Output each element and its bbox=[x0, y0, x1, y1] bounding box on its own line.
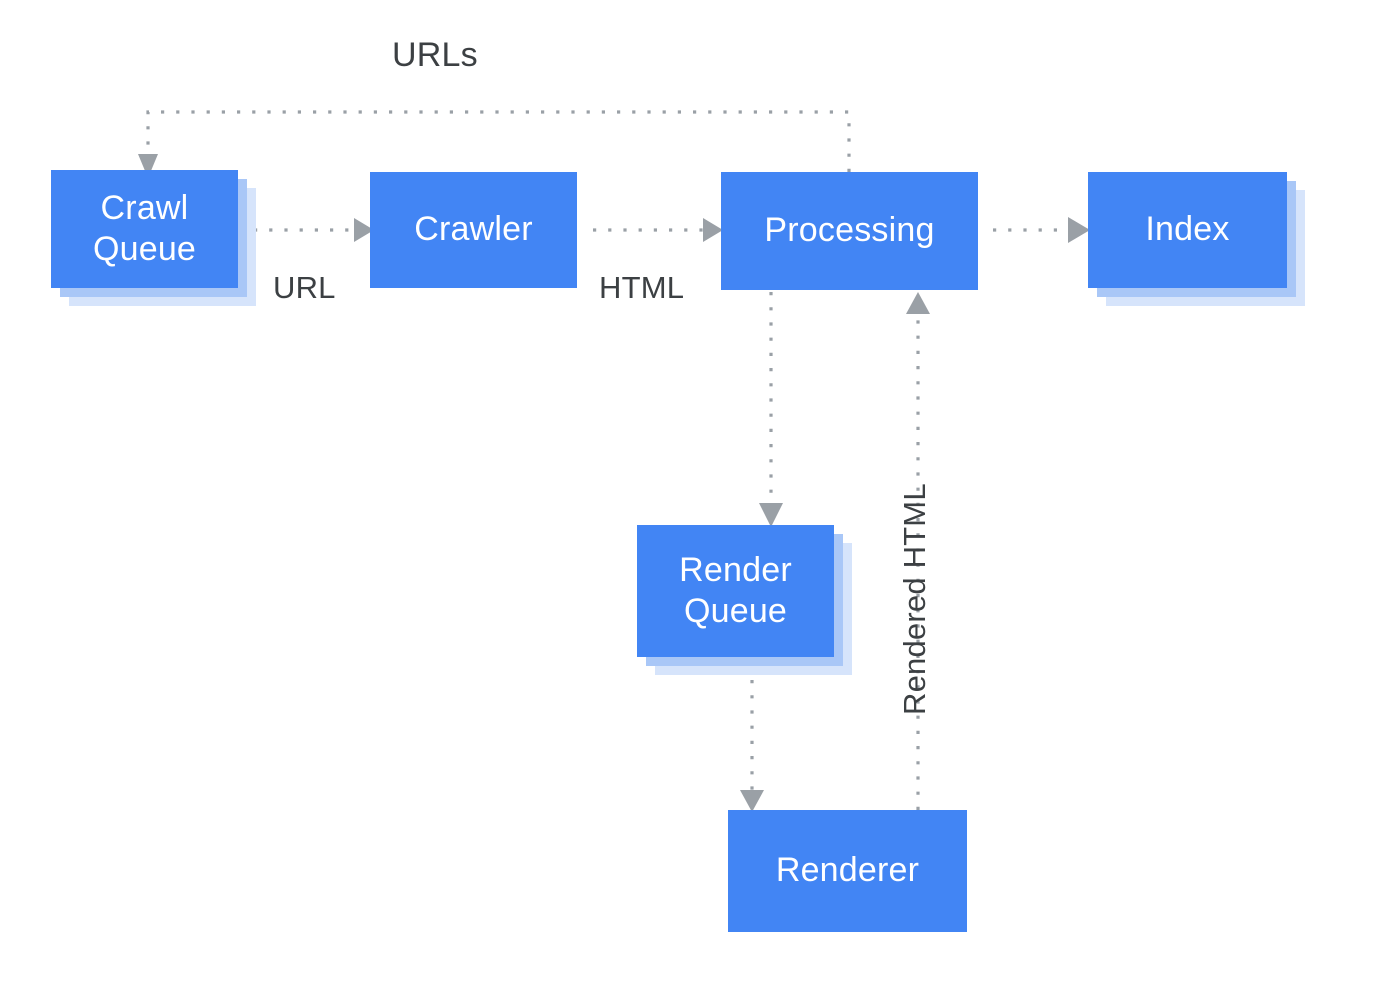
node-crawl-queue[interactable]: Crawl Queue bbox=[51, 170, 256, 306]
edge-label-url: URL bbox=[273, 270, 336, 305]
node-processing-label: Processing bbox=[764, 211, 935, 250]
node-processing[interactable]: Processing bbox=[721, 172, 978, 290]
edge-urls-arrowhead bbox=[138, 154, 158, 178]
node-body bbox=[721, 172, 978, 290]
edge-url bbox=[254, 218, 374, 242]
node-body bbox=[637, 525, 834, 657]
node-body bbox=[51, 170, 238, 288]
node-crawl-queue-label: Crawl Queue bbox=[92, 188, 197, 268]
edge-html-arrowhead bbox=[703, 218, 723, 242]
edge-html bbox=[593, 218, 723, 242]
edge-to-renderer-arrowhead bbox=[740, 790, 764, 812]
edge-urls bbox=[138, 110, 851, 178]
edge-to-render-queue bbox=[759, 292, 783, 527]
edge-url-arrowhead bbox=[354, 218, 374, 242]
node-render-queue[interactable]: Render Queue bbox=[637, 525, 852, 675]
edge-rendered-html-arrowhead bbox=[906, 292, 930, 314]
edge-label-urls: URLs bbox=[392, 36, 478, 74]
node-body bbox=[370, 172, 577, 288]
node-render-queue-label: Render Queue bbox=[679, 550, 792, 630]
node-renderer-label: Renderer bbox=[775, 851, 920, 890]
node-renderer[interactable]: Renderer bbox=[728, 810, 967, 932]
edge-to-render-queue-arrowhead bbox=[759, 503, 783, 527]
node-index[interactable]: Index bbox=[1088, 172, 1305, 306]
edge-to-renderer bbox=[740, 680, 764, 812]
node-index-label: Index bbox=[1145, 210, 1230, 249]
edge-to-index-arrowhead bbox=[1068, 217, 1090, 243]
edge-rendered-html bbox=[906, 292, 930, 810]
edge-to-index bbox=[993, 217, 1090, 243]
node-crawler[interactable]: Crawler bbox=[370, 172, 577, 288]
edge-urls-line bbox=[146, 110, 851, 172]
edge-label-html: HTML bbox=[599, 270, 685, 305]
node-body bbox=[728, 810, 967, 932]
edge-label-rendered-html: Rendered HTML bbox=[897, 483, 932, 715]
node-crawler-label: Crawler bbox=[414, 210, 533, 249]
node-body bbox=[1088, 172, 1287, 288]
